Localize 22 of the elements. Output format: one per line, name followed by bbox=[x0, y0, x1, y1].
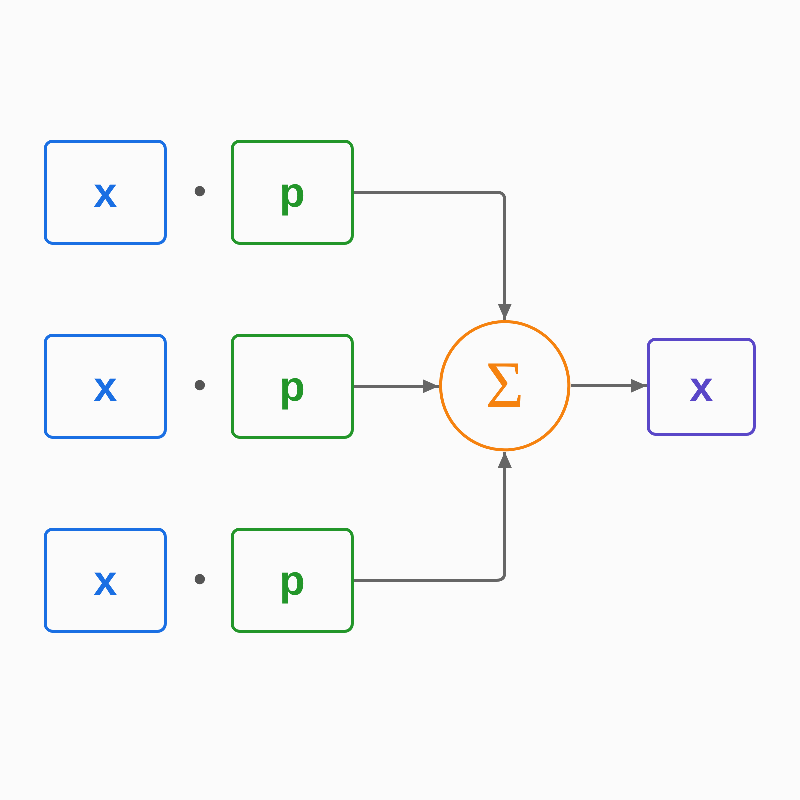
input-box bbox=[44, 140, 167, 245]
variable-symbol: x bbox=[94, 560, 118, 602]
sigma-symbol: Σ bbox=[486, 353, 524, 419]
weight-symbol: p bbox=[280, 172, 306, 214]
input-box bbox=[44, 528, 167, 633]
arrow bbox=[354, 380, 439, 394]
variable-symbol: x bbox=[690, 366, 714, 408]
input-box bbox=[44, 334, 167, 439]
multiplication-dot: • bbox=[193, 561, 207, 599]
arrow bbox=[354, 452, 512, 582]
weight-box bbox=[231, 140, 354, 245]
multiplication-dot: • bbox=[193, 173, 207, 211]
variable-symbol: x bbox=[94, 366, 118, 408]
multiplication-dot: • bbox=[193, 367, 207, 405]
output-box bbox=[647, 338, 756, 436]
weight-box bbox=[231, 334, 354, 439]
arrow bbox=[571, 379, 647, 393]
variable-symbol: x bbox=[94, 172, 118, 214]
weight-box bbox=[231, 528, 354, 633]
weight-symbol: p bbox=[280, 560, 306, 602]
weight-symbol: p bbox=[280, 366, 306, 408]
arrow bbox=[354, 191, 512, 320]
